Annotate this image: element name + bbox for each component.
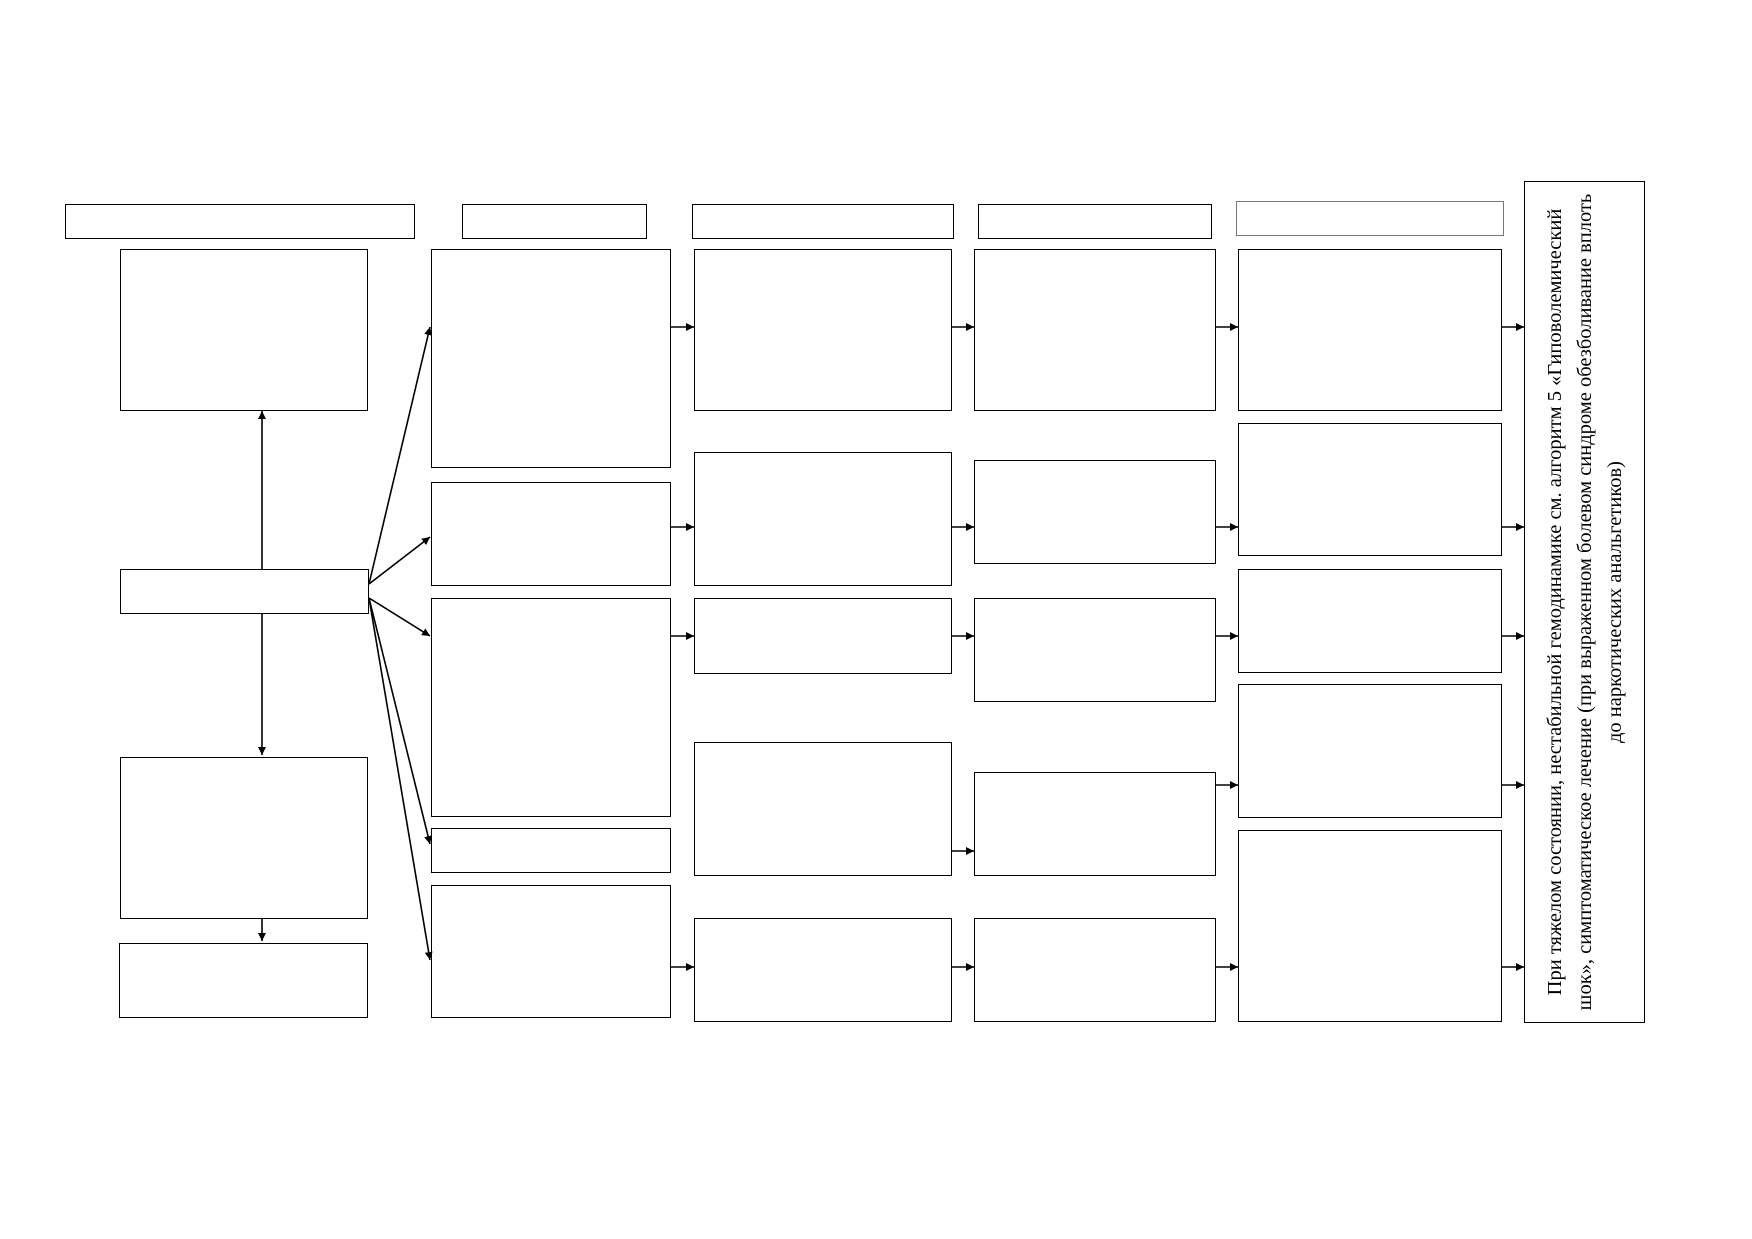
col5-box-2 bbox=[1238, 423, 1502, 556]
col4-box-5 bbox=[974, 918, 1216, 1022]
col3-box-1 bbox=[694, 249, 952, 411]
col1-center-box bbox=[120, 569, 369, 614]
col3-box-3 bbox=[694, 598, 952, 674]
col2-box-1 bbox=[431, 249, 671, 468]
column-header-5 bbox=[1236, 201, 1504, 236]
col2-box-5 bbox=[431, 885, 671, 1018]
column-header-1 bbox=[65, 204, 415, 239]
col2-box-3 bbox=[431, 598, 671, 817]
arrow-fan-2 bbox=[368, 536, 431, 585]
col3-box-4 bbox=[694, 742, 952, 876]
arrow-fan-4 bbox=[368, 597, 432, 845]
arrow-fan-1 bbox=[368, 326, 433, 585]
note-box: При тяжелом состоянии, нестабильной гемо… bbox=[1524, 181, 1645, 1023]
col4-box-4 bbox=[974, 772, 1216, 876]
col3-box-5 bbox=[694, 918, 952, 1022]
col5-box-5 bbox=[1238, 830, 1502, 1022]
col5-box-1 bbox=[1238, 249, 1502, 411]
column-header-4 bbox=[978, 204, 1212, 239]
col3-box-2 bbox=[694, 452, 952, 586]
col1-top-box bbox=[120, 249, 368, 411]
arrow-fan-3 bbox=[368, 597, 431, 637]
arrow-fan-5 bbox=[368, 597, 433, 961]
col1-lower-box bbox=[120, 757, 368, 919]
col2-box-4 bbox=[431, 828, 671, 873]
col1-bottom-box bbox=[119, 943, 368, 1018]
col4-box-1 bbox=[974, 249, 1216, 411]
col2-box-2 bbox=[431, 482, 671, 586]
col4-box-2 bbox=[974, 460, 1216, 564]
column-header-2 bbox=[462, 204, 647, 239]
col4-box-3 bbox=[974, 598, 1216, 702]
col5-box-4 bbox=[1238, 684, 1502, 818]
column-header-3 bbox=[692, 204, 954, 239]
col5-box-3 bbox=[1238, 569, 1502, 673]
